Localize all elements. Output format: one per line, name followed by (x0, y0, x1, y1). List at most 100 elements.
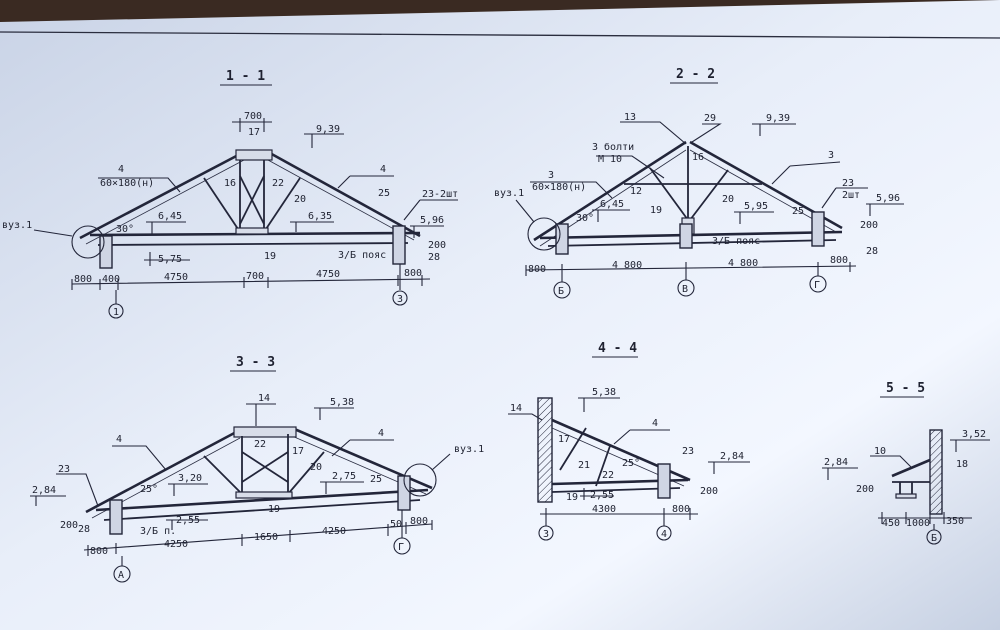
sheet-border (0, 31, 1000, 39)
axis-bubble (677, 279, 695, 297)
dim-800b: 800 (404, 268, 422, 279)
node-circle (403, 463, 437, 497)
brick-wall (929, 429, 943, 515)
dim-800: 800 (528, 264, 546, 275)
axis-label: 3 (397, 294, 403, 305)
elev-ridge: 9,39 (316, 124, 340, 135)
section-5-5: 5 - 5 10 3,52 18 2,84 200 450 1000 350 Б (822, 381, 990, 545)
axis-label: 3 (543, 529, 549, 540)
rafter-right (267, 150, 421, 238)
mark-4: 4 (378, 428, 384, 439)
wall-right (392, 225, 406, 265)
top-mark: 17 (248, 127, 260, 138)
mark-17: 17 (558, 434, 570, 445)
mark-21: 21 (578, 460, 590, 471)
section-title: 5 - 5 (886, 381, 925, 396)
wall-left (555, 223, 569, 255)
elev-538: 5,38 (330, 397, 354, 408)
axis-bubble (656, 525, 672, 541)
bolts-size: М 10 (598, 154, 622, 165)
dim-200: 200 (856, 484, 874, 495)
mark-3: 3 (828, 150, 834, 161)
beam-label: 3/Б пояс (712, 236, 760, 247)
dim-800b: 800 (830, 255, 848, 266)
elev-596: 5,96 (876, 193, 900, 204)
elev-645: 6,45 (158, 211, 182, 222)
dim-400: 400 (102, 274, 120, 285)
dim-4250b: 4250 (322, 526, 346, 537)
axis-label: Г (398, 542, 404, 553)
mark-22: 22 (602, 470, 614, 481)
mark-14: 14 (510, 403, 522, 414)
dim-350: 350 (946, 516, 964, 527)
elev-538: 5,38 (592, 387, 616, 398)
axis-bubble (926, 529, 942, 545)
ridge-block (235, 149, 273, 161)
rafter-right-num: 4 (380, 164, 386, 175)
mark-16: 16 (692, 152, 704, 163)
angle-label: 30° (116, 224, 134, 235)
mark-4: 4 (652, 418, 658, 429)
axis-bubble (809, 275, 827, 293)
dim-700: 700 (246, 271, 264, 282)
angle-label: 25° (622, 458, 640, 469)
axis-label: 4 (661, 529, 667, 540)
rafter-num: 4 (118, 164, 124, 175)
section-title: 3 - 3 (236, 355, 275, 370)
mark-23: 23 (842, 178, 854, 189)
mark-23: 23-2шт (422, 189, 458, 200)
axis-label: А (118, 570, 124, 581)
mark-19: 19 (566, 492, 578, 503)
rafter-left (79, 150, 245, 240)
mark-19: 19 (264, 251, 276, 262)
mark-23: 23 (682, 446, 694, 457)
mark-22: 22 (272, 178, 284, 189)
collar-block (233, 426, 297, 438)
elev-595: 5,95 (744, 201, 768, 212)
elev-320: 3,20 (178, 473, 202, 484)
dim-4750b: 4750 (316, 269, 340, 280)
rafter-size: 60×180(н) (532, 182, 586, 193)
node-label: вуз.1 (454, 444, 484, 455)
dim-200: 200 (860, 220, 878, 231)
angle-label: 30° (576, 213, 594, 224)
section-1-1: 1 - 1 вуз.1 700 17 9,39 6,45 6,35 (2, 69, 458, 319)
mark-17: 17 (292, 446, 304, 457)
elev-575: 5,75 (158, 254, 182, 265)
dim-line (540, 508, 698, 520)
dim-4300: 4300 (592, 504, 616, 515)
mark-13: 13 (624, 112, 636, 123)
dim-50: 50 (390, 519, 402, 530)
axis-bubble (113, 565, 131, 583)
mark-10: 10 (874, 446, 886, 457)
mark-12: 12 (630, 186, 642, 197)
angle-label: 25° (140, 484, 158, 495)
axis-bubble (553, 281, 571, 299)
axis-label: 1 (113, 307, 119, 318)
dim-line (71, 275, 431, 290)
mark-23: 23 (58, 464, 70, 475)
dim-4750a: 4750 (164, 272, 188, 283)
mark-23-count: 2шт (842, 190, 860, 201)
axis-bubble (108, 303, 124, 319)
dim-800: 800 (74, 274, 92, 285)
dim-800: 800 (672, 504, 690, 515)
mark-25: 25 (792, 206, 804, 217)
section-3-3: 3 - 3 вуз.1 14 5,38 4 4 22 17 20 25 19 2… (30, 355, 484, 583)
mark-16: 16 (224, 178, 236, 189)
top-dim: 700 (244, 111, 262, 122)
section-title: 1 - 1 (226, 69, 265, 84)
elev-284: 2,84 (32, 485, 56, 496)
elev-284: 2,84 (824, 457, 848, 468)
mark-22: 22 (254, 439, 266, 450)
wall-mid (679, 223, 693, 249)
section-title: 4 - 4 (598, 341, 637, 356)
elev-255: 2,55 (590, 490, 614, 501)
dim-1650: 1650 (254, 532, 278, 543)
mark-20: 20 (294, 194, 306, 205)
rafter-left (85, 428, 241, 514)
axis-label: Б (558, 286, 564, 297)
axis-label: Б (931, 533, 937, 544)
elev-635: 6,35 (308, 211, 332, 222)
dim-450: 450 (882, 518, 900, 529)
